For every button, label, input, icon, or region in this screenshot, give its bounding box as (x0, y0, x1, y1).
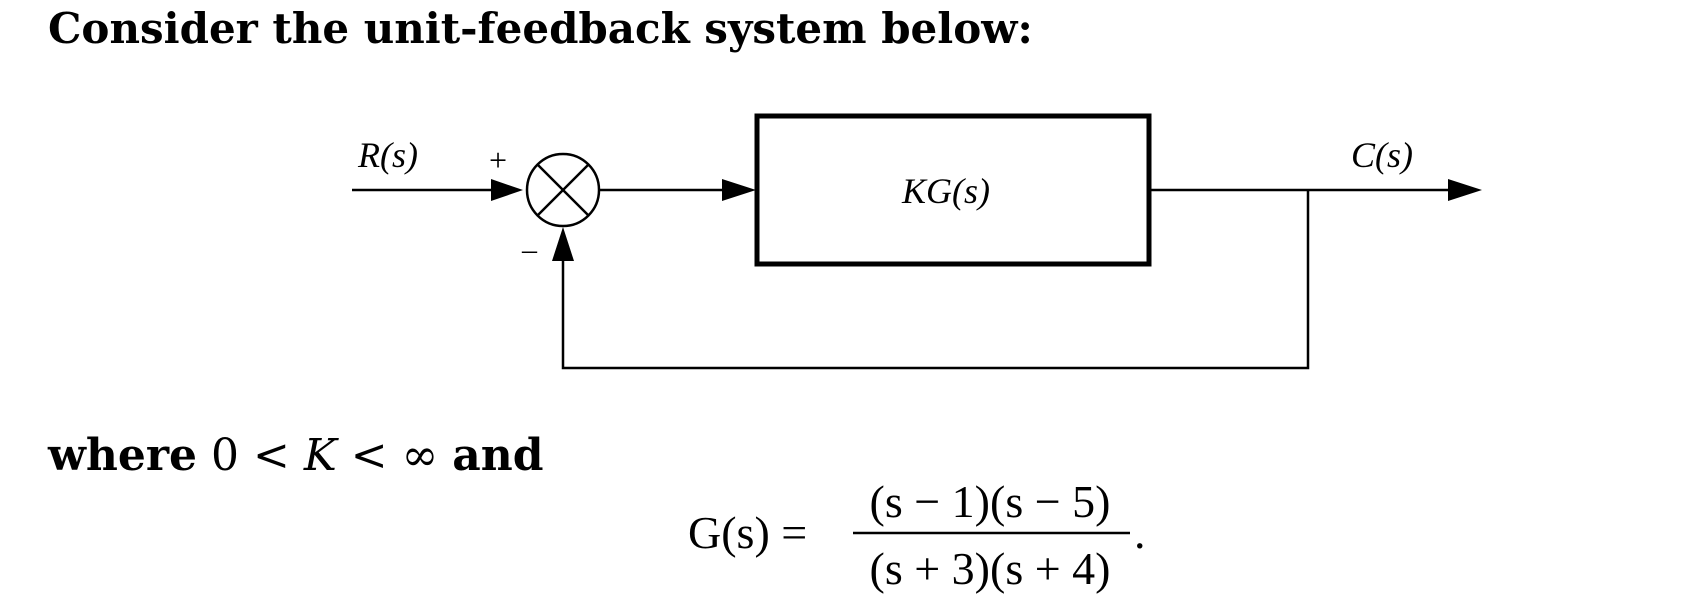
equation-denominator: (s + 3)(s + 4) (870, 543, 1111, 594)
inequality-end: < ∞ (336, 430, 439, 481)
word-and: and (452, 430, 544, 481)
block-label: KG(s) (901, 171, 990, 211)
output-label: C(s) (1351, 135, 1413, 175)
plus-sign: + (489, 142, 507, 178)
output-arrowhead (1448, 179, 1482, 201)
heading: Consider the unit-feedback system below: (48, 4, 1033, 53)
forward-arrowhead (722, 179, 756, 201)
equation-period: . (1134, 507, 1146, 558)
feedback-arrowhead (552, 227, 574, 261)
equation-lhs: G(s) = (688, 507, 807, 558)
equation-numerator: (s − 1)(s − 5) (870, 476, 1111, 527)
word-where: where (48, 430, 198, 481)
feedback-path (561, 190, 1310, 370)
minus-sign: – (521, 233, 538, 266)
input-arrowhead (491, 179, 523, 201)
condition-line: where 0 < K < ∞ and (48, 430, 544, 481)
variable-k: K (303, 430, 337, 481)
inequality-start: 0 < (211, 430, 304, 481)
transfer-function-equation: G(s) = (s − 1)(s − 5) (s + 3)(s + 4) . (688, 476, 1146, 594)
input-label: R(s) (357, 135, 418, 175)
summing-junction (525, 152, 601, 228)
